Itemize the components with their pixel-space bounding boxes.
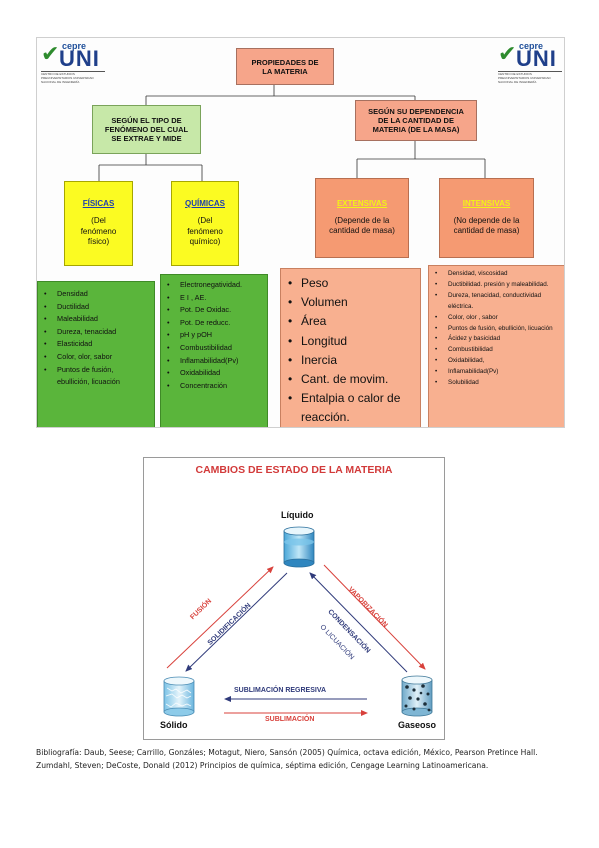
- list-item: Pot. De reducc.: [164, 317, 268, 330]
- list-item: Oxidabilidad: [164, 367, 268, 380]
- intensivas-list-panel: Densidad, viscosidad Ductibilidad. presi…: [428, 265, 564, 427]
- vaporizacion-arrow: [323, 564, 426, 670]
- extensivas-list: Peso Volumen Área Longitud Inercia Cant.…: [285, 274, 421, 427]
- extensivas-list-panel: Peso Volumen Área Longitud Inercia Cant.…: [280, 268, 421, 427]
- list-item: Combustibilidad: [164, 342, 268, 355]
- list-item: Peso: [285, 274, 421, 293]
- list-item: Densidad: [41, 288, 153, 301]
- fisicas-desc: (Del fenómeno físico): [80, 215, 117, 247]
- intensivas-list: Densidad, viscosidad Ductibilidad. presi…: [432, 269, 564, 389]
- list-item: Volumen: [285, 293, 421, 312]
- list-item: Inercia: [285, 351, 421, 370]
- list-item: Densidad, viscosidad: [432, 269, 564, 280]
- list-item: Área: [285, 312, 421, 331]
- sublimacion-label: SUBLIMACIÓN: [265, 716, 315, 723]
- logo-small-text: cepre: [519, 41, 544, 51]
- quimicas-desc: (Del fenómeno químico): [187, 215, 223, 247]
- logo-big-text: UNI: [516, 46, 557, 71]
- list-item: Ácidez y basicidad: [432, 334, 564, 345]
- logo-big-text: UNI: [59, 46, 100, 71]
- bibliography-text: Bibliografía: Daub, Seese; Carrillo, Gon…: [36, 748, 538, 770]
- branch-right-node: SEGÚN SU DEPENDENCIA DE LA CANTIDAD DE M…: [355, 100, 477, 141]
- quimicas-list-panel: Electronegatividad. E I , AE. Pot. De Ox…: [160, 274, 268, 427]
- sublimacion-regresiva-label: SUBLIMACIÓN REGRESIVA: [234, 687, 327, 694]
- fisicas-node: FÍSICAS (Del fenómeno físico): [64, 181, 133, 266]
- list-item: Inflamabilidad(Pv): [432, 367, 564, 378]
- list-item: Maleabilidad: [41, 313, 153, 326]
- list-item: Combustibilidad: [432, 345, 564, 356]
- states-of-matter-diagram: CAMBIOS DE ESTADO DE LA MATERIA: [143, 457, 445, 740]
- liquid-beaker-icon: [283, 526, 315, 568]
- solidificacion-arrow: [185, 572, 288, 672]
- solid-label: Sólido: [160, 720, 188, 730]
- list-item: pH y pOH: [164, 329, 268, 342]
- extensivas-title: EXTENSIVAS: [336, 198, 388, 208]
- fusion-arrow: [166, 566, 274, 669]
- list-item: Dureza, tenacidad, conductividad eléctri…: [432, 291, 564, 313]
- condensacion-arrow: [309, 572, 408, 673]
- list-item: Entalpia o calor de reacción.: [285, 389, 421, 427]
- list-item: Pot. De Oxidac.: [164, 304, 268, 317]
- list-item: Color, olor , sabor: [432, 313, 564, 324]
- states-graphics: [163, 526, 433, 717]
- gas-label: Gaseoso: [398, 720, 437, 730]
- quimicas-node: QUÍMICAS (Del fenómeno químico): [171, 181, 239, 266]
- intensivas-title: INTENSIVAS: [462, 198, 511, 208]
- list-item: Ductilidad: [41, 301, 153, 314]
- states-title: CAMBIOS DE ESTADO DE LA MATERIA: [195, 464, 393, 476]
- connector-lines: [98, 85, 486, 181]
- cepre-uni-logo-left: ✔ cepre UNI CENTRO DE ESTUDIOS PREUNIVER…: [40, 41, 106, 84]
- list-item: Ductibilidad. presión y maleabilidad.: [432, 280, 564, 291]
- fisicas-list: Densidad Ductilidad Maleabilidad Dureza,…: [41, 288, 153, 389]
- root-node: PROPIEDADES DE LA MATERIA: [236, 48, 334, 85]
- list-item: Puntos de fusión, ebullición, licuación: [41, 364, 135, 389]
- intensivas-desc: (No depende de la cantidad de masa): [453, 215, 520, 236]
- logo-tagline: CENTRO DE ESTUDIOS PREUNIVERSITARIOS UNI…: [498, 71, 562, 84]
- list-item: Electronegatividad.: [164, 279, 268, 292]
- list-item: Cant. de movim.: [285, 370, 421, 389]
- list-item: Solubilidad: [432, 378, 564, 389]
- quimicas-list: Electronegatividad. E I , AE. Pot. De Ox…: [164, 279, 268, 392]
- list-item: Elasticidad: [41, 338, 153, 351]
- list-item: Longitud: [285, 332, 421, 351]
- quimicas-title: QUÍMICAS: [185, 198, 225, 208]
- check-icon: ✔: [498, 42, 517, 67]
- list-item: Dureza, tenacidad: [41, 326, 121, 339]
- extensivas-desc: (Depende de la cantidad de masa): [329, 215, 395, 236]
- logo-tagline: CENTRO DE ESTUDIOS PREUNIVERSITARIOS UNI…: [41, 71, 105, 84]
- solid-beaker-icon: [163, 676, 195, 717]
- liquid-label: Líquido: [281, 510, 314, 520]
- logo-small-text: cepre: [62, 41, 87, 51]
- branch-left-node: SEGÚN EL TIPO DE FENÓMENO DEL CUAL SE EX…: [92, 105, 201, 154]
- fisicas-list-panel: Densidad Ductilidad Maleabilidad Dureza,…: [37, 281, 155, 427]
- list-item: E I , AE.: [164, 292, 268, 305]
- list-item: Puntos de fusión, ebullición, licuación: [432, 324, 564, 335]
- list-item: Oxidabilidad,: [432, 356, 564, 367]
- list-item: Concentración: [164, 380, 268, 393]
- intensivas-node: INTENSIVAS (No depende de la cantidad de…: [439, 178, 534, 258]
- list-item: Color, olor, sabor: [41, 351, 153, 364]
- check-icon: ✔: [41, 42, 60, 67]
- extensivas-node: EXTENSIVAS (Depende de la cantidad de ma…: [315, 178, 409, 258]
- properties-concept-map: ✔ cepre UNI CENTRO DE ESTUDIOS PREUNIVER…: [36, 37, 565, 428]
- list-item: Inflamabilidad(Pv): [164, 355, 268, 368]
- cepre-uni-logo-right: ✔ cepre UNI CENTRO DE ESTUDIOS PREUNIVER…: [497, 41, 563, 84]
- gas-beaker-icon: [401, 675, 433, 717]
- fisicas-title: FÍSICAS: [82, 198, 115, 208]
